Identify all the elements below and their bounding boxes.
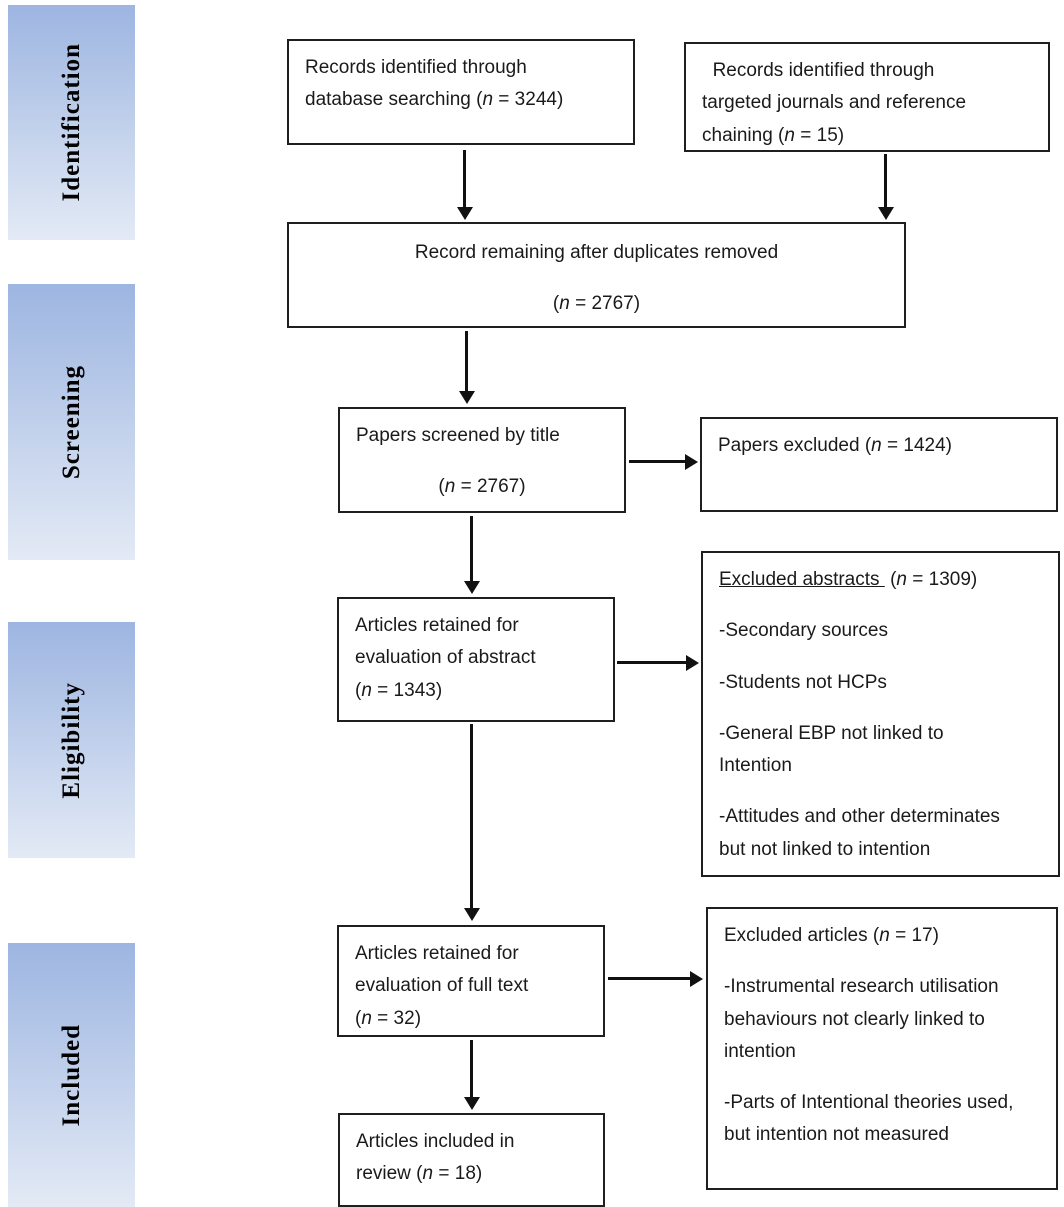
text-run: Record remaining after duplicates remove… [414, 242, 779, 263]
arrow-dedup-to-title-screen [465, 331, 468, 392]
arrow-database-to-dedup [463, 150, 466, 208]
paragraph: Record remaining after duplicates remove… [305, 237, 888, 269]
box-retained-abstract-evaluation: Articles retained for evaluation of abst… [337, 597, 615, 722]
stage-bar-eligibility: Eligibility [8, 622, 135, 858]
text-run: = 2767) [455, 476, 526, 498]
stage-bar-screening: Screening [8, 284, 135, 560]
paragraph: (n = 2767) [305, 288, 888, 320]
box-excluded-abstracts: Excluded abstracts (n = 1309) -Secondary … [701, 551, 1060, 877]
text-run: -Secondary sources [719, 620, 888, 642]
text-run: n [361, 1007, 372, 1029]
text-run: Papers excluded ( [718, 435, 872, 456]
stage-bar-identification: Identification [8, 5, 135, 240]
text-run: Records identified through database sear… [305, 57, 527, 111]
text-run: -Students not HCPs [719, 671, 887, 693]
text-run: n [784, 124, 795, 146]
text-run: n [559, 293, 570, 315]
text-run: = 15) [794, 124, 845, 146]
text-run: = 17) [889, 925, 939, 946]
text-run: n [444, 476, 456, 498]
box-papers-screened-by-title: Papers screened by title (n = 2767) [338, 407, 626, 513]
arrow-targeted-to-dedup [884, 154, 887, 208]
text-run: = 18) [433, 1163, 483, 1185]
text-run: Excluded articles ( [724, 925, 880, 946]
paragraph: Excluded abstracts (n = 1309) [719, 564, 1042, 596]
paragraph: -Students not HCPs [719, 667, 1042, 699]
box-articles-included-in-review: Articles included in review (n = 18) [338, 1113, 605, 1207]
text-run: = 1309) [907, 569, 978, 590]
text-run: = 3244) [493, 89, 564, 111]
paragraph: -General EBP not linked to Intention [719, 718, 1042, 783]
text-run: n [871, 435, 882, 456]
paragraph: Articles retained for evaluation of full… [355, 938, 587, 1035]
paragraph: -Instrumental research utilisation behav… [724, 971, 1040, 1068]
arrow-abstract-to-fulltext [470, 724, 473, 909]
text-run: Articles retained for evaluation of abst… [355, 615, 536, 701]
box-duplicates-removed: Record remaining after duplicates remove… [287, 222, 906, 328]
paragraph: Records identified through targeted jour… [702, 55, 1032, 152]
text-run: = 1424) [881, 435, 952, 456]
text-run: n [361, 679, 372, 701]
box-records-targeted-journals: Records identified through targeted jour… [684, 42, 1050, 152]
text-run: ( [884, 569, 897, 590]
paragraph: -Parts of Intentional theories used, but… [724, 1087, 1040, 1152]
box-records-database-searching: Records identified through database sear… [287, 39, 635, 145]
paragraph: Excluded articles (n = 17) [724, 920, 1040, 952]
text-run: -General EBP not linked to Intention [719, 722, 944, 777]
box-excluded-articles: Excluded articles (n = 17) -Instrumental … [706, 907, 1058, 1190]
paragraph: Papers excluded (n = 1424) [718, 430, 1040, 462]
text-run: ( [552, 293, 560, 315]
text-run: n [482, 89, 494, 111]
text-run: -Instrumental research utilisation behav… [724, 976, 999, 1062]
text-run: = 32) [371, 1007, 422, 1029]
paragraph: (n = 2767) [356, 471, 608, 503]
stage-bar-included: Included [8, 943, 135, 1207]
text-run: = 2767) [569, 293, 641, 315]
stage-label-eligibility: Eligibility [57, 681, 85, 799]
text-run: -Parts of Intentional theories used, but… [724, 1092, 1014, 1146]
paragraph: -Secondary sources [719, 615, 1042, 647]
stage-label-included: Included [57, 1023, 85, 1127]
text-run: n [422, 1163, 434, 1185]
stage-label-identification: Identification [57, 43, 85, 202]
text-run: Articles retained for evaluation of full… [355, 943, 529, 1029]
arrow-fulltext-to-included [470, 1040, 473, 1098]
text-run: -Attitudes and other determinates but no… [719, 806, 1000, 860]
text-run: n [879, 925, 890, 946]
paragraph: Records identified through database sear… [305, 52, 617, 117]
paragraph: Articles retained for evaluation of abst… [355, 610, 597, 707]
paragraph: -Attitudes and other determinates but no… [719, 801, 1042, 866]
stage-label-screening: Screening [57, 364, 85, 480]
text-run: Records identified through targeted jour… [702, 60, 967, 146]
text-run: ( [438, 476, 445, 498]
box-retained-fulltext-evaluation: Articles retained for evaluation of full… [337, 925, 605, 1037]
arrow-to-papers-excluded [629, 460, 686, 463]
box-papers-excluded: Papers excluded (n = 1424) [700, 417, 1058, 512]
text-run: Excluded abstracts [719, 569, 885, 590]
text-run: Articles included in review ( [356, 1131, 515, 1185]
text-run: = 1343) [371, 679, 443, 701]
arrow-to-excluded-abstracts [617, 661, 687, 664]
paragraph: Articles included in review (n = 18) [356, 1126, 587, 1191]
text-run: Papers screened by title [356, 425, 560, 446]
arrow-title-screen-to-abstract [470, 516, 473, 582]
text-run: n [896, 569, 907, 590]
arrow-to-excluded-articles [608, 977, 691, 980]
paragraph: Papers screened by title [356, 420, 608, 452]
